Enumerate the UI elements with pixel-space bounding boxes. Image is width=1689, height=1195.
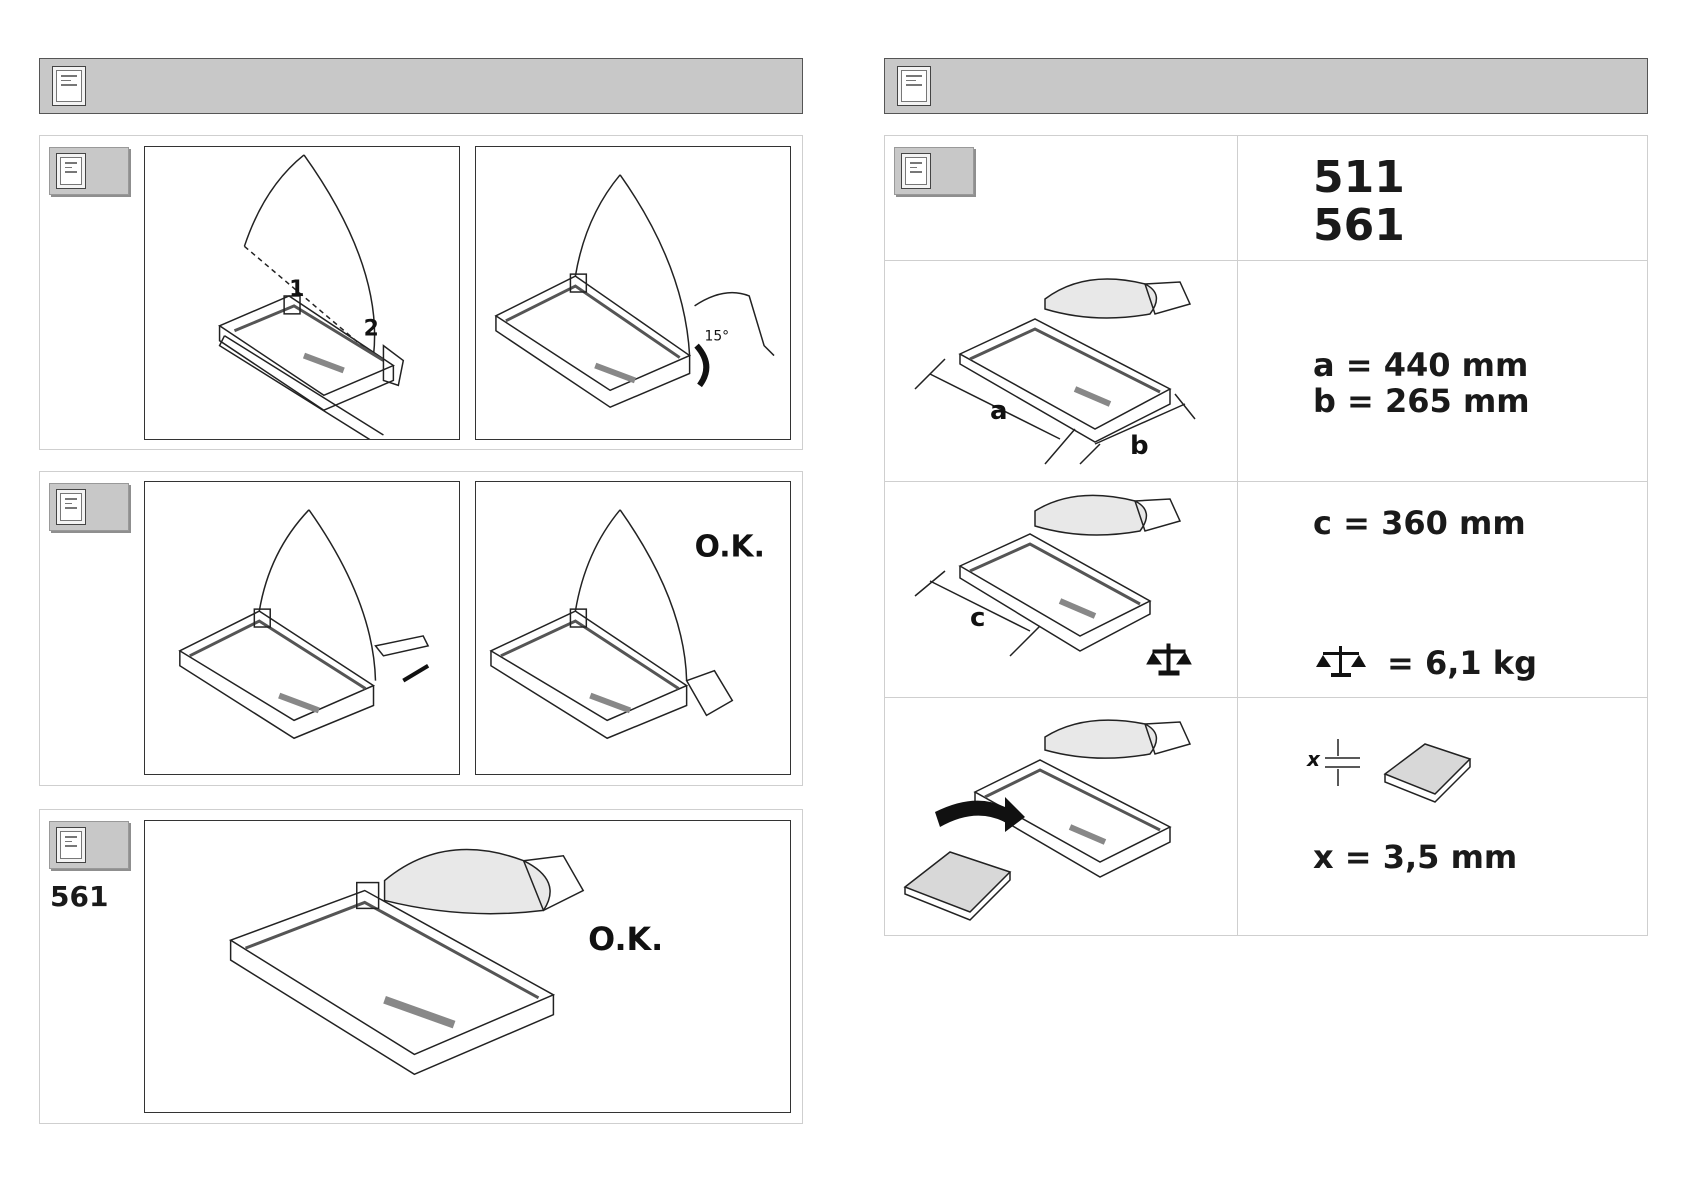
model-number-561: 561 <box>50 880 108 913</box>
dimension-a: a = 440 mm <box>1313 346 1528 384</box>
right-header-bar <box>884 58 1648 114</box>
document-icon <box>901 153 931 189</box>
scale-icon <box>1147 644 1191 675</box>
illustration-screw-insert <box>144 481 460 775</box>
angle-label: 15° <box>705 329 730 345</box>
spec-table: 511 561 a b a = 440 mm b = 265 mm <box>884 135 1648 936</box>
column-divider <box>1237 136 1238 936</box>
document-icon <box>56 827 86 863</box>
weight-value: = 6,1 kg <box>1387 644 1537 682</box>
illustration-blade-assembly: 1 2 <box>144 146 460 440</box>
thickness-value: x = 3,5 mm <box>1313 838 1517 876</box>
dim-label-c: c <box>970 603 985 633</box>
row-divider <box>885 481 1647 482</box>
illustration-ok-assembled: O.K. <box>475 481 791 775</box>
ok-label-1: O.K. <box>695 529 765 564</box>
document-icon <box>56 489 86 525</box>
illustration-paper-feed <box>895 702 1225 927</box>
model-number-561: 561 <box>1313 200 1405 251</box>
ok-label-2: O.K. <box>588 922 663 958</box>
dim-label-a: a <box>990 396 1008 426</box>
spec-tag <box>894 147 974 195</box>
illustration-blade-angle: 15° <box>475 146 791 440</box>
illustration-dimensions-ab: a b <box>905 264 1225 476</box>
dimension-b: b = 265 mm <box>1313 382 1530 420</box>
step-tag <box>49 483 129 531</box>
document-icon <box>897 66 931 106</box>
step-number-2: 2 <box>364 317 379 342</box>
step-tag <box>49 821 129 869</box>
document-icon <box>52 66 86 106</box>
document-icon <box>56 153 86 189</box>
dimension-c: c = 360 mm <box>1313 504 1526 542</box>
illustration-dimension-c: c <box>905 486 1225 692</box>
scale-icon <box>1315 644 1367 680</box>
row-divider <box>885 697 1647 698</box>
step-tag <box>49 147 129 195</box>
illustration-ok-final: O.K. <box>144 820 791 1113</box>
step-number-1: 1 <box>289 277 304 302</box>
thickness-label-x: x <box>1306 747 1321 771</box>
dim-label-b: b <box>1130 431 1149 461</box>
paper-stack-icon: x <box>1305 734 1485 804</box>
left-header-bar <box>39 58 803 114</box>
model-number-511: 511 <box>1313 152 1405 203</box>
row-divider <box>885 260 1647 261</box>
